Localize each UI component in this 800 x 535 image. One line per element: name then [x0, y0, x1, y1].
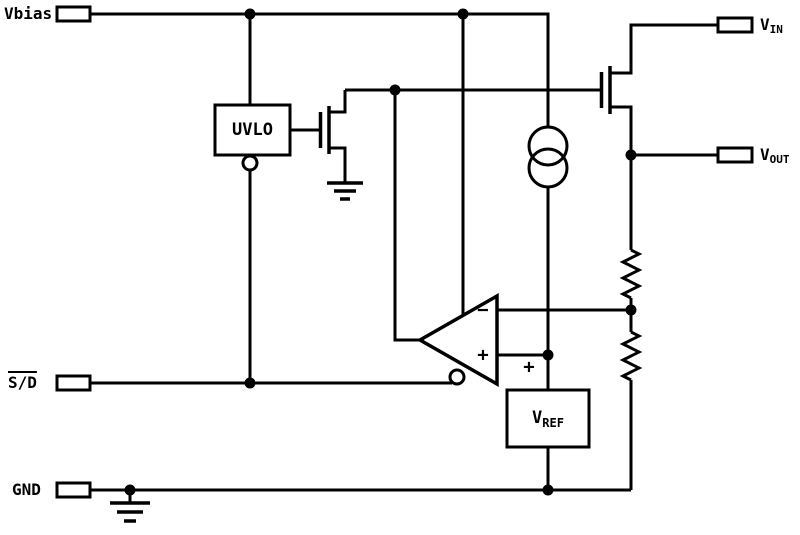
vref-label-sub: REF [542, 415, 564, 430]
ground-symbol-uvlo-fet [327, 181, 363, 201]
feedback-resistor-top [619, 248, 643, 300]
vref-polarity-sign: + [523, 356, 535, 378]
vref-block-box [505, 388, 591, 449]
current-source [527, 125, 569, 189]
sd-pin-label: S/D [8, 375, 37, 391]
wire-uvlo-fet-source [329, 146, 347, 183]
vout-label-main: V [760, 145, 770, 164]
uvlo-output-bubble [241, 154, 259, 172]
feedback-resistor-bottom [619, 330, 643, 382]
junction-dot [625, 149, 637, 161]
junction-dot [124, 484, 136, 496]
junction-dot [457, 8, 469, 20]
vin-label-sub: IN [769, 23, 783, 36]
junction-dot [389, 84, 401, 96]
error-amplifier [416, 292, 499, 388]
uvlo-block-box [213, 103, 292, 157]
vin-pin-label: VIN [760, 15, 783, 36]
junction-dot [244, 377, 256, 389]
vin-label-main: V [760, 15, 770, 34]
gnd-pin-box [55, 481, 92, 499]
wire-opamp-output [393, 90, 420, 342]
wire-pass-fet-to-divider [610, 105, 633, 250]
wire-uvlo-fet-drain [329, 90, 347, 114]
wire-vbias-top-rail [90, 12, 550, 127]
opamp-plus-sign: + [477, 344, 489, 366]
vbias-pin-label: Vbias [4, 4, 53, 23]
shutdown-input-bubble [448, 368, 466, 386]
junction-dot [625, 304, 637, 316]
junction-dot [244, 8, 256, 20]
gnd-pin-label: GND [12, 480, 41, 499]
vout-pin-label: VOUT [760, 145, 790, 166]
ground-symbol-gnd-pin [110, 501, 150, 523]
wire-pass-fet-to-vin [610, 23, 718, 75]
vref-label-main: V [532, 408, 543, 428]
opamp-minus-sign: − [477, 299, 489, 321]
sd-label-text: S/D [8, 373, 37, 392]
vin-pin-box [716, 16, 754, 34]
junction-dot [542, 484, 554, 496]
vout-label-sub: OUT [769, 153, 790, 166]
junction-dot [542, 349, 554, 361]
vout-pin-box [716, 146, 754, 164]
vbias-pin-box [55, 5, 92, 23]
sd-pin-box [55, 374, 92, 392]
uvlo-block-label: UVLO [232, 119, 273, 140]
